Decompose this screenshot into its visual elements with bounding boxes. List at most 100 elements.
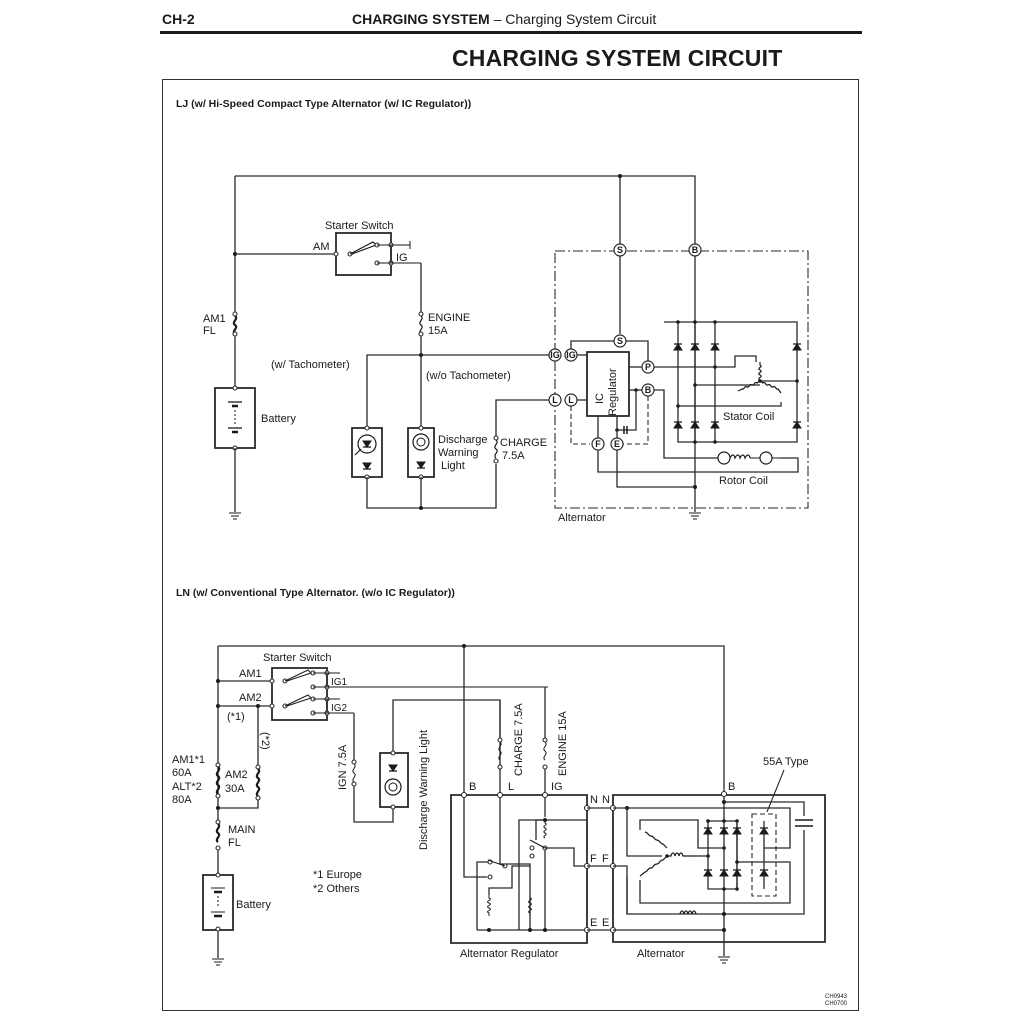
lj-stator-coil-icon [737, 362, 782, 394]
ln-reg-n-label: N [590, 794, 598, 806]
figure-codes: CH0943 CH0700 [825, 994, 847, 1008]
lj-rotor-coil-label: Rotor Coil [719, 475, 768, 487]
ln-reg-coil-2-icon [528, 895, 532, 916]
ln-charge-fuse [497, 737, 503, 770]
svg-text:L: L [568, 395, 574, 405]
ln-am2-fuse-label: AM2 [225, 769, 248, 781]
lj-rectifier-bridge [654, 320, 802, 444]
ln-reg-b-label: B [469, 781, 476, 793]
ln-alt-fuse-rating: 80A [172, 794, 192, 806]
lj-ig-terminal-label: IG [396, 252, 408, 264]
ln-top-bus-wire [218, 645, 725, 792]
junction-dot [618, 174, 622, 178]
lj-am-terminal-label: AM [313, 241, 330, 253]
ln-footnote-1: *1 Europe [313, 869, 362, 881]
ln-alt-b-label: B [728, 781, 735, 793]
ln-am2-fusible-link [255, 764, 261, 801]
svg-text:E: E [614, 439, 620, 449]
svg-text:S: S [617, 245, 623, 255]
ln-am1-label: AM1 [239, 668, 262, 680]
ln-reg-terminal-ig [541, 791, 549, 799]
lj-warning-light-label-2: Warning [438, 447, 479, 459]
ln-diagram-title: LN (w/ Conventional Type Alternator. (w/… [176, 587, 455, 599]
lj-warning-light-label-3: Light [441, 460, 465, 472]
ground-icon [212, 958, 224, 966]
ln-starter-switch-label: Starter Switch [263, 652, 331, 664]
svg-text:L: L [552, 395, 558, 405]
lj-ig-bus-wire [366, 354, 549, 428]
section-subtitle: Charging System Circuit [505, 11, 657, 27]
lj-l-wire [366, 399, 549, 509]
ln-main-fuse-fl: FL [228, 837, 241, 849]
ln-55a-diode-group [751, 813, 777, 897]
lj-with-tacho-label: (w/ Tachometer) [271, 359, 350, 371]
lj-terminal-b-int: B [641, 383, 655, 397]
ln-reg-ig-label: IG [551, 781, 563, 793]
lj-terminal-l-int: L [564, 393, 578, 407]
ln-alt-terminal-b [720, 790, 728, 798]
diagram-frame [162, 79, 859, 1011]
ln-alternator-box [612, 794, 826, 943]
ln-main-fusible-link [215, 819, 221, 851]
ln-reg-coil-1-icon [487, 865, 530, 916]
ln-reg-e-label: E [590, 917, 597, 929]
figure-code-1: CH0943 [825, 994, 848, 1000]
lj-terminal-s-int: S [613, 334, 627, 348]
ln-ign-fuse [351, 759, 357, 787]
ln-reg-terminal-l [496, 791, 504, 799]
lj-battery-icon [214, 385, 256, 451]
ln-alternator-regulator-label: Alternator Regulator [460, 948, 559, 960]
junction-dot [419, 506, 423, 510]
svg-text:IG: IG [550, 350, 560, 360]
svg-text:B: B [645, 385, 652, 395]
ground-icon [229, 512, 241, 520]
lj-stator-coil-label: Stator Coil [723, 411, 774, 423]
ln-battery-label: Battery [236, 899, 271, 911]
ln-alternator-regulator-box [450, 794, 588, 944]
lj-terminal-f: F [591, 437, 605, 451]
ln-am1-fuse-label: AM1*1 [172, 754, 205, 766]
lj-ic-label: IC [594, 393, 606, 404]
ln-alt-n-label: N [602, 794, 610, 806]
ln-battery-icon [202, 872, 234, 932]
lj-engine-fuse-label: ENGINE [428, 312, 470, 324]
capacitor-icon [795, 819, 813, 827]
lj-am1-fusible-link [232, 311, 238, 337]
lj-diagram-title: LJ (w/ Hi-Speed Compact Type Alternator … [176, 98, 472, 110]
lj-alternator-outline [554, 250, 809, 509]
ln-discharge-warning-light-icon [379, 750, 409, 810]
lj-ic-regulator [586, 351, 630, 417]
svg-text:S: S [617, 336, 623, 346]
lj-terminal-b: B [688, 243, 702, 257]
ln-ig2-label: IG2 [331, 703, 348, 714]
lj-terminal-e: E [610, 437, 624, 451]
lj-tachometer-indicator-icon [351, 425, 383, 480]
ln-engine-fuse-label: ENGINE 15A [557, 711, 569, 776]
lj-rotor-coil-icon [717, 451, 780, 465]
ln-am1-fuse-rating: 60A [172, 767, 192, 779]
lj-engine-fuse [418, 311, 424, 337]
lj-alternator-label: Alternator [558, 512, 606, 524]
lj-fl-label: FL [203, 325, 216, 337]
ln-footnote-2: *2 Others [313, 883, 360, 895]
lj-charge-fuse [492, 435, 500, 464]
ln-note1-label: (*1) [227, 711, 245, 723]
figure-code-2: CH0700 [825, 1001, 848, 1007]
lj-charge-fuse-rating: 7.5A [502, 450, 525, 462]
ln-main-fuse-label: MAIN [228, 824, 256, 836]
ln-alt-e-label: E [602, 917, 609, 929]
ln-alt-f-label: F [602, 853, 609, 865]
ln-warning-light-label: Discharge Warning Light [418, 730, 430, 850]
page-title: CHARGING SYSTEM CIRCUIT [452, 45, 783, 71]
ln-charge-fuse-label: CHARGE 7.5A [513, 703, 525, 776]
lj-terminal-s: S [613, 243, 627, 257]
section-header: CHARGING SYSTEM – Charging System Circui… [352, 11, 656, 27]
capacitor-icon [623, 426, 628, 434]
wire [570, 340, 649, 364]
header-rule [160, 31, 862, 34]
ln-starter-switch [269, 667, 548, 721]
ln-reg-f-label: F [590, 853, 597, 865]
ln-ig1-label: IG1 [331, 677, 348, 688]
lj-diagram: AM1 FL Battery Starter Switch [203, 174, 809, 524]
